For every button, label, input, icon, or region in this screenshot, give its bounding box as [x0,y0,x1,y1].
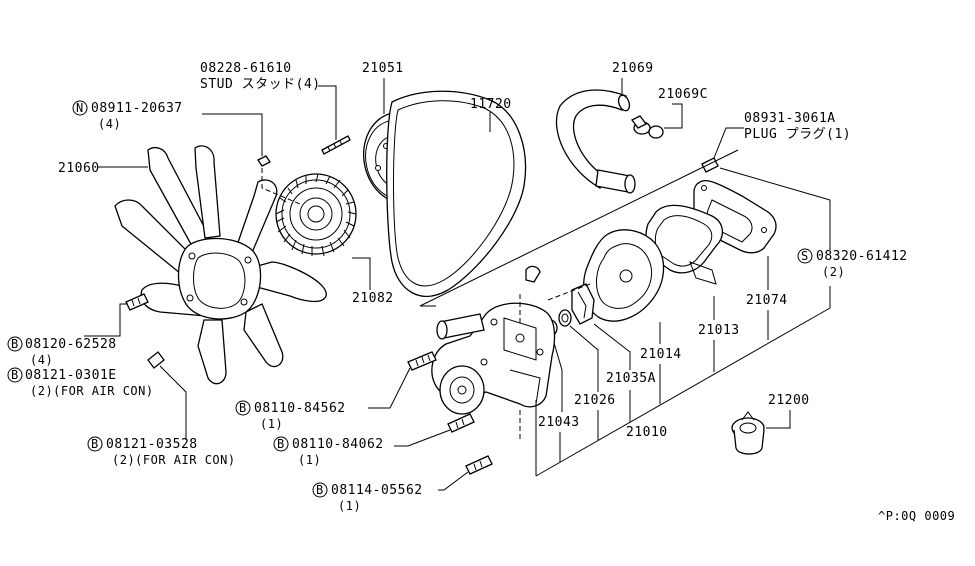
bolt-b2-prefix: B [11,368,19,382]
impeller[interactable]: 21014 [583,229,682,362]
stud-part-callout: 08228-61610 [200,61,292,76]
bolt-b6-qty-callout: (1) [338,499,361,513]
bolt-s-qty-callout: (2) [822,265,845,279]
belt-callout: 11720 [470,97,512,112]
nut-qty-callout: (4) [98,117,121,131]
cooling-fan[interactable]: 21060 [58,145,327,385]
housing-cover-callout: 21074 [746,293,788,308]
fan-clutch[interactable]: 21082 [275,173,394,306]
drain-plug[interactable] [525,265,541,283]
bolt-b4-qty-callout: (1) [260,417,283,431]
impeller-callout: 21014 [640,347,682,362]
plug-desc-callout: PLUG プラグ(1) [744,127,851,142]
pump-shaft[interactable]: 21026 [558,309,616,408]
thermostat[interactable]: 21200 [731,393,810,455]
bolt-s-part-callout: 08320-61412 [816,249,908,264]
plug-part-callout: 08931-3061A [744,111,836,126]
bolt-b-08114-05562[interactable]: B 08114-05562 (1) [312,455,493,513]
bolt-b-08110-84062[interactable]: B 08110-84062 (1) [273,413,475,467]
nut-part-callout: 08911-20637 [91,101,183,116]
bolt-b-08121-03528[interactable]: B 08121-03528 (2)(FOR AIR CON) [87,365,236,467]
bolt-s-08320[interactable]: S 08320-61412 (2) [797,248,908,279]
stud[interactable]: 08228-61610 STUD スタッド(4) [200,61,351,155]
hose-callout: 21069 [612,61,654,76]
water-pump-body[interactable]: 21010 [431,302,668,440]
fan-clutch-callout: 21082 [352,291,394,306]
bolt-b3-part-callout: 08121-03528 [106,437,198,452]
stud-desc-callout: STUD スタッド(4) [200,77,321,92]
bolt-b1-prefix: B [11,337,19,351]
shaft-callout: 21026 [574,393,616,408]
bearing-callout: 21043 [538,415,580,430]
gasket-callout: 21013 [698,323,740,338]
plug[interactable]: 08931-3061A PLUG プラグ(1) [701,111,851,173]
v-belt[interactable]: 11720 [386,90,527,297]
pulley-callout: 21051 [362,61,404,76]
bolt-b-08120[interactable]: B 08120-62528 (4) [7,293,149,367]
bolt-b1-part-callout: 08120-62528 [25,337,117,352]
bolt-b-08110-84562[interactable]: B 08110-84562 (1) [235,351,437,431]
seal-callout: 21035A [606,371,656,386]
bolt-b5-prefix: B [277,437,285,451]
hose-clamp[interactable]: 21069C [631,87,708,139]
mechanical-seal[interactable]: 21035A [571,283,656,386]
pump-assy-callout: 21010 [626,425,668,440]
diagram-code: ^P:0Q 0009 [878,509,955,523]
nut-prefix: N [76,101,84,115]
nut[interactable]: N 08911-20637 (4) [72,100,301,205]
thermostat-callout: 21200 [768,393,810,408]
bolt-b3-qty-callout: (2)(FOR AIR CON) [112,453,236,467]
bolt-b5-qty-callout: (1) [298,453,321,467]
bolt-b-08121-0301e[interactable]: B 08121-0301E (2)(FOR AIR CON) [7,351,165,398]
bolt-b6-part-callout: 08114-05562 [331,483,423,498]
bolt-b2-part-callout: 08121-0301E [25,368,117,383]
bolt-b1-qty-callout: (4) [30,353,53,367]
water-hose[interactable]: 21069 [555,61,654,194]
alignment-guides [519,283,591,442]
clamp-callout: 21069C [658,87,708,102]
bolt-b4-prefix: B [239,401,247,415]
assembly-brackets [419,149,831,477]
bolt-b6-prefix: B [316,483,324,497]
bolt-b5-part-callout: 08110-84062 [292,437,384,452]
bolt-b3-prefix: B [91,437,99,451]
bolt-b2-qty-callout: (2)(FOR AIR CON) [30,384,154,398]
bolt-b4-part-callout: 08110-84562 [254,401,346,416]
bolt-s-prefix: S [801,249,809,263]
fan-callout: 21060 [58,161,100,176]
